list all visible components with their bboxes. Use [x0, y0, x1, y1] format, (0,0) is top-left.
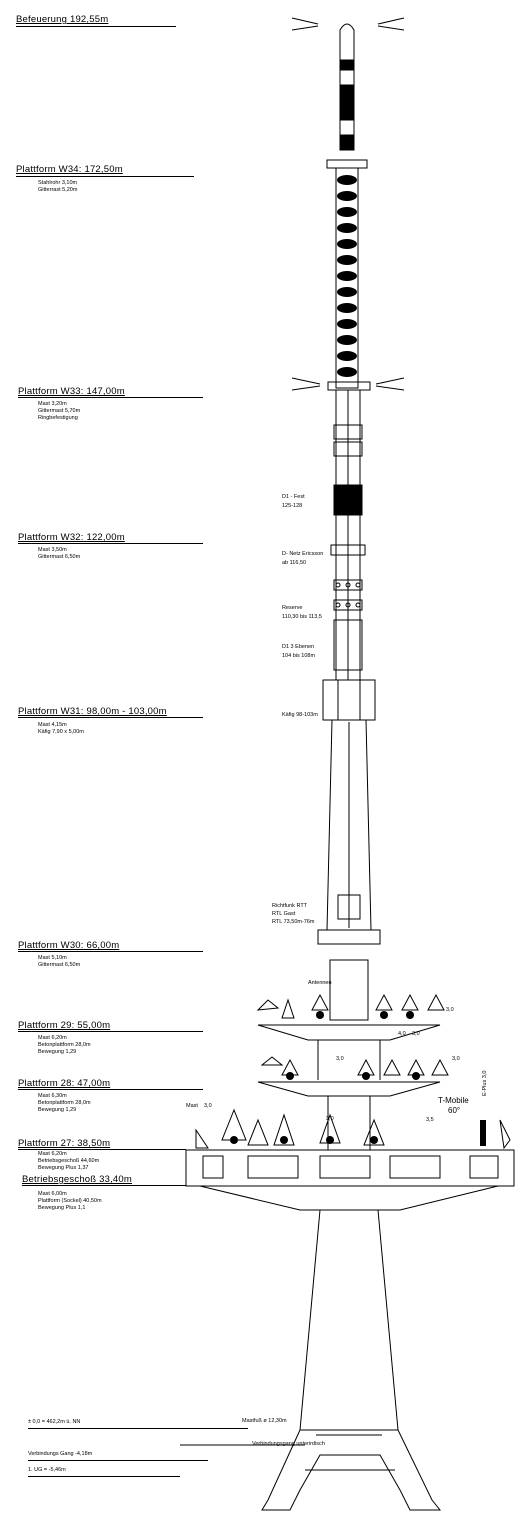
sockel-cone — [199, 1185, 499, 1211]
label-v2: 3,0 — [452, 1056, 460, 1062]
detail-27-1: Mast 6,20m — [38, 1151, 67, 1157]
label-mast: Mast — [186, 1103, 198, 1109]
detail-27-2: Betriebsgeschoß 44,60m — [38, 1158, 100, 1164]
lattice-section — [335, 167, 359, 389]
rule-basement — [28, 1460, 208, 1461]
label-platform-27: Plattform 27: 38,50m — [18, 1138, 111, 1149]
label-platform-28: Plattform 28: 47,00m — [18, 1078, 111, 1089]
label-platform-w31: Plattform W31: 98,00m - 103,00m — [18, 706, 167, 717]
label-platform-w32: Plattform W32: 122,00m — [18, 532, 125, 543]
detail-bg-3: Bewegung Plus 1,1 — [38, 1205, 86, 1211]
detail-bg-1: Mast 6,00m — [38, 1191, 67, 1197]
rule-platform-27 — [18, 1149, 186, 1150]
steel-mast — [330, 389, 366, 681]
platform-28-body — [257, 1081, 441, 1097]
detail-w31-2: Käfig 7,90 x 5,00m — [38, 729, 84, 735]
label-befeuerung: Befeuerung 192,55m — [16, 14, 109, 25]
detail-w33-2: Gittermast 5,70m — [38, 408, 81, 414]
dishes-platform-29 — [256, 993, 445, 1019]
label-v1: 3,0 — [446, 1007, 454, 1013]
tower-structure — [180, 17, 515, 1511]
label-platform-29: Plattform 29: 55,00m — [18, 1020, 111, 1031]
note-d1: D1 - Fest — [282, 494, 305, 500]
detail-w34-1: Stahlrohr 3,10m — [38, 180, 78, 186]
cage-w31 — [322, 679, 376, 721]
label-zero-level: ± 0,0 = 462,2m ü. NN — [28, 1419, 81, 1425]
platform-w34-body — [326, 159, 368, 169]
note-richtfunk-3: RTL 73,50m-76m — [272, 919, 315, 925]
label-ug: 1. UG = -5,46m — [28, 1467, 66, 1473]
label-v5: 3,0 — [326, 1116, 334, 1122]
platform-29-body — [257, 1024, 441, 1041]
rule-platform-w31 — [18, 717, 203, 718]
label-tmobile: T-Mobile — [438, 1096, 469, 1105]
base-foundation — [180, 1429, 442, 1511]
platform-w30-body — [317, 929, 381, 945]
note-d2: D- Netz Ericsson — [282, 551, 324, 557]
lower-shaft — [299, 1209, 399, 1431]
rule-platform-28 — [18, 1089, 203, 1090]
label-v7: 3,0 — [412, 1031, 420, 1037]
rule-befeuerung — [16, 26, 176, 27]
detail-w31-1: Mast 4,15m — [38, 722, 67, 728]
dish-dots-27 — [230, 1120, 486, 1146]
note-antennen: Antennen — [308, 980, 332, 986]
label-platform-w34: Plattform W34: 172,50m — [16, 164, 123, 175]
label-betriebsgeschoss: Betriebsgeschoß 33,40m — [22, 1174, 133, 1185]
beacon-rays-top — [291, 17, 405, 31]
detail-w33-1: Mast 3,20m — [38, 401, 67, 407]
detail-29-2: Betonplattform 28,0m — [38, 1042, 91, 1048]
antenna-tip — [339, 23, 355, 91]
note-richtfunk-1: Richtfunk RTT — [272, 903, 308, 909]
label-v4: 3,5 — [426, 1117, 434, 1123]
rule-ug — [28, 1476, 180, 1477]
detail-28-3: Bewegung 1,29 — [38, 1107, 77, 1113]
platform-27-body — [185, 1149, 515, 1187]
rule-platform-w32 — [18, 543, 203, 544]
detail-w32-2: Gittermast 6,50m — [38, 554, 81, 560]
platform-w33-body — [327, 381, 371, 391]
note-d2-range: ab 116,50 — [282, 560, 307, 566]
detail-w30-1: Mast 5,10m — [38, 955, 67, 961]
detail-27-3: Bewegung Plus 1,37 — [38, 1165, 89, 1171]
detail-bg-2: Plattform (Sockel) 40,50m — [38, 1198, 102, 1204]
rule-betriebsgeschoss — [22, 1185, 186, 1186]
dishes-platform-27 — [195, 1108, 511, 1150]
note-d1-3-range: 104 bis 108m — [282, 653, 316, 659]
detail-w33-3: Ringbefestigung — [38, 415, 78, 421]
dish-dots-28 — [286, 1072, 420, 1080]
note-kaefig: Käfig 98-103m — [282, 712, 318, 718]
note-repeater: Reserve — [282, 605, 303, 611]
note-richtfunk-2: RTL Gast — [272, 911, 296, 917]
detail-w30-2: Gittermast 6,50m — [38, 962, 81, 968]
note-d1-range: 125-128 — [282, 503, 303, 509]
label-foundation: Mastfuß ø 12,30m — [242, 1418, 287, 1424]
label-platform-w30: Plattform W30: 66,00m — [18, 940, 120, 951]
detail-28-2: Betonplattform 28,0m — [38, 1100, 91, 1106]
label-v6: 4,0 — [398, 1031, 406, 1037]
rule-platform-w30 — [18, 951, 203, 952]
detail-29-1: Mast 6,20m — [38, 1035, 67, 1041]
label-underground: Verbindungsgang unterirdisch — [252, 1441, 325, 1447]
beacon-rays-w33 — [291, 377, 405, 391]
label-mast-val: 3,0 — [204, 1103, 212, 1109]
label-platform-w33: Plattform W33: 147,00m — [18, 386, 125, 397]
detail-28-1: Mast 6,30m — [38, 1093, 67, 1099]
rule-zero-level — [28, 1428, 248, 1429]
label-tmobile-deg: 60° — [448, 1106, 461, 1115]
label-v3: 3,0 — [336, 1056, 344, 1062]
label-basement: Verbindungs Gang -4,18m — [28, 1451, 93, 1457]
note-repeater-range: 110,30 bis 113,5 — [282, 614, 322, 620]
detail-29-3: Bewegung 1,29 — [38, 1049, 77, 1055]
detail-w34-2: Gitterrast 5,20m — [38, 187, 78, 193]
rule-platform-29 — [18, 1031, 203, 1032]
note-d1-3: D1 3 Ebenen — [282, 644, 315, 650]
rule-platform-w34 — [16, 176, 194, 177]
dish-dots-29 — [316, 1011, 414, 1019]
detail-w32-1: Mast 3,50m — [38, 547, 67, 553]
rule-platform-w33 — [18, 397, 203, 398]
